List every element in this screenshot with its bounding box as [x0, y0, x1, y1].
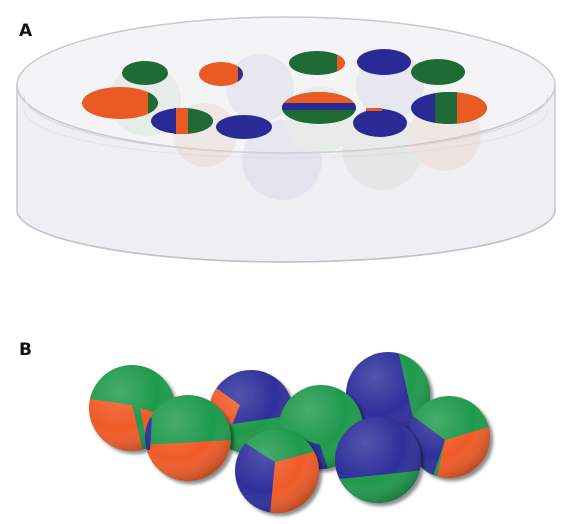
- disc: [82, 87, 158, 119]
- disc: [199, 62, 243, 86]
- sphere: [335, 417, 421, 503]
- disc: [411, 59, 465, 85]
- disc: [357, 49, 411, 75]
- panel-a-label: A: [19, 21, 33, 41]
- disc: [122, 61, 168, 85]
- disc: [216, 115, 272, 139]
- disc: [353, 108, 407, 137]
- disc: [289, 51, 345, 75]
- cross-section-discs: [82, 49, 487, 139]
- sphere: [145, 395, 231, 481]
- panel-b-label: B: [19, 340, 32, 360]
- disc: [282, 92, 356, 124]
- janus-spheres: [89, 352, 490, 513]
